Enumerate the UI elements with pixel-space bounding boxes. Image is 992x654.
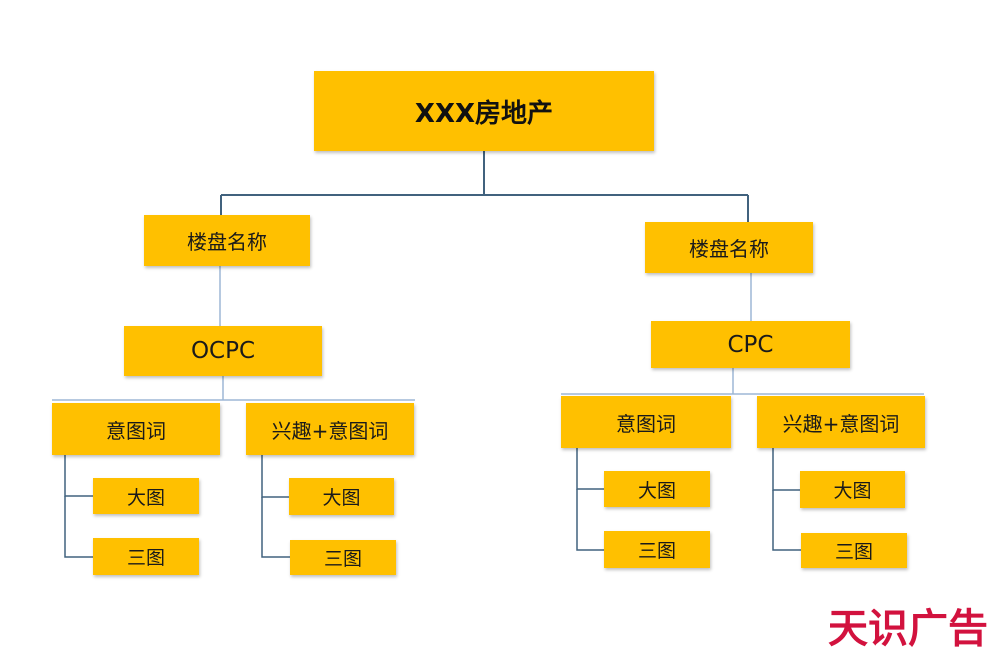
- right-bidding-label: CPC: [727, 331, 774, 358]
- brand-watermark-text: 天识广告: [828, 606, 988, 652]
- left-group-2-item-2-label: 三图: [323, 548, 362, 570]
- left-group-1-item-1-node: 大图: [93, 478, 199, 514]
- left-subtree-connectors: [64, 455, 290, 558]
- right-project-label: 楼盘名称: [689, 237, 769, 261]
- right-group-2-item-2-node: 三图: [801, 533, 907, 568]
- right-bidding-node: CPC: [651, 321, 850, 368]
- left-group-2-item-1-node: 大图: [289, 478, 394, 515]
- left-group-1-label: 意图词: [106, 418, 166, 443]
- right-group-1-item-1-label: 大图: [637, 479, 676, 502]
- left-group-1-item-2-label: 三图: [126, 547, 165, 569]
- root-label: XXX房地产: [414, 98, 554, 129]
- left-bidding-node: OCPC: [124, 326, 322, 376]
- left-branch-connectors: [52, 266, 415, 401]
- brand-watermark: 天识广告: [828, 600, 988, 652]
- right-project-node: 楼盘名称: [645, 222, 813, 273]
- right-group-1-item-2-label: 三图: [637, 540, 676, 562]
- right-group-1-node: 意图词: [561, 396, 731, 448]
- left-group-2-item-2-node: 三图: [290, 540, 396, 575]
- right-subtree-connectors: [576, 448, 801, 551]
- right-group-1-item-1-node: 大图: [604, 471, 710, 507]
- right-group-2-item-1-node: 大图: [800, 471, 905, 508]
- right-group-2-label: 兴趣+意图词: [782, 411, 900, 436]
- right-group-2-node: 兴趣+意图词: [757, 396, 925, 448]
- left-group-2-label: 兴趣+意图词: [271, 418, 389, 443]
- left-group-2-item-1-label: 大图: [322, 487, 361, 509]
- root-connectors: [220, 151, 749, 222]
- left-project-node: 楼盘名称: [144, 215, 310, 266]
- right-group-1-item-2-node: 三图: [604, 531, 710, 568]
- right-group-1-label: 意图词: [616, 411, 676, 436]
- right-branch-connectors: [561, 273, 924, 395]
- left-group-1-node: 意图词: [52, 403, 220, 455]
- left-group-1-item-1-label: 大图: [126, 486, 165, 509]
- left-group-1-item-2-node: 三图: [93, 538, 199, 575]
- left-project-label: 楼盘名称: [187, 230, 267, 254]
- right-group-2-item-1-label: 大图: [833, 480, 872, 502]
- root-node: XXX房地产: [314, 71, 654, 151]
- left-group-2-node: 兴趣+意图词: [246, 403, 414, 455]
- left-bidding-label: OCPC: [190, 338, 256, 364]
- right-group-2-item-2-label: 三图: [834, 541, 873, 563]
